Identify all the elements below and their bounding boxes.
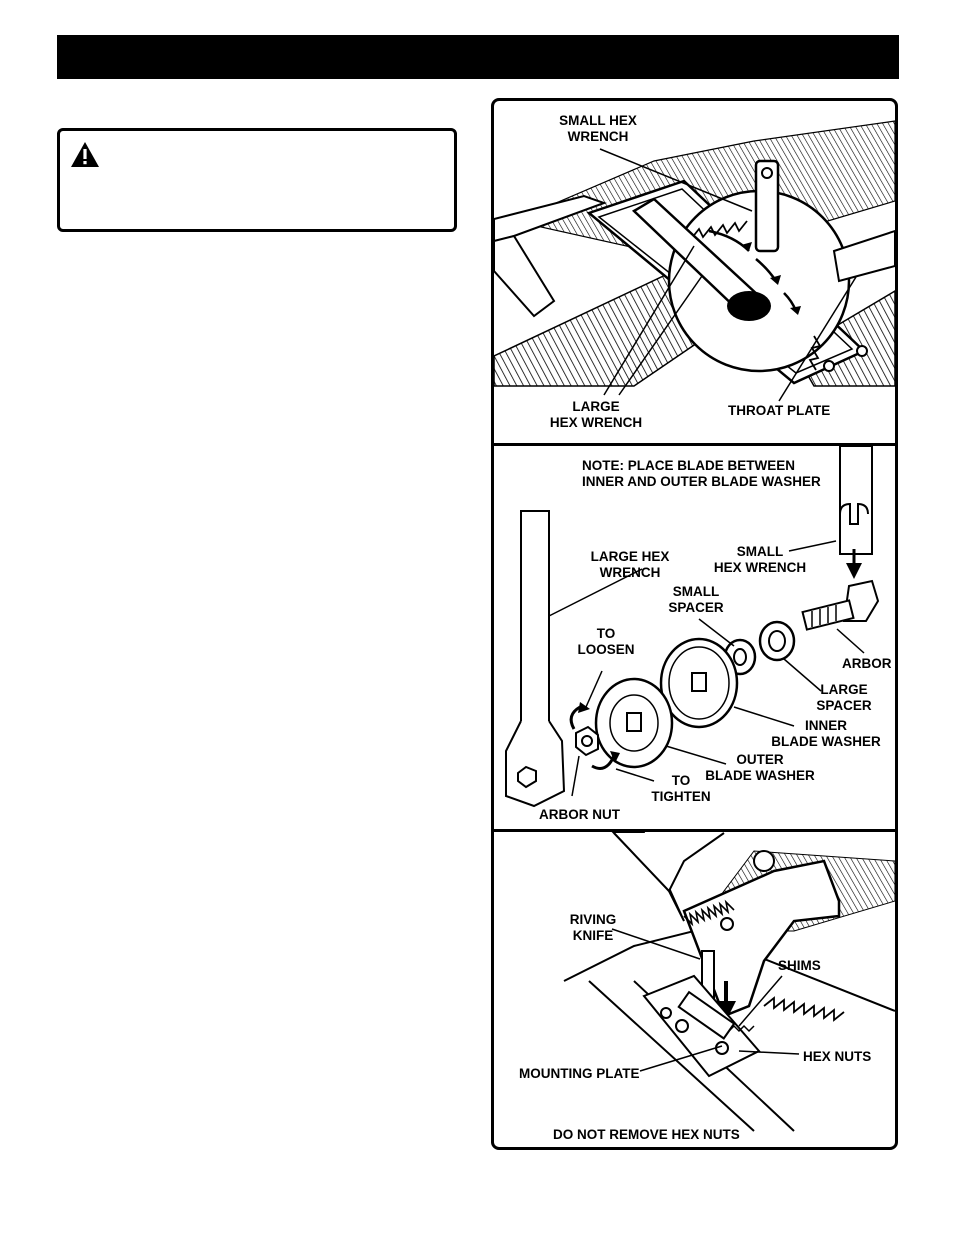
- figure-illustration: [494, 120, 895, 1132]
- label-note: NOTE: PLACE BLADE BETWEEN INNER AND OUTE…: [582, 458, 821, 489]
- label-do-not-remove-hex-nuts: DO NOT REMOVE HEX NUTS: [553, 1127, 740, 1142]
- label-outer-blade-washer: OUTER BLADE WASHER: [705, 752, 815, 783]
- header-bar: [57, 35, 899, 79]
- label-hex-nuts: HEX NUTS: [803, 1049, 872, 1064]
- label-large-spacer: LARGE SPACER: [816, 682, 872, 713]
- middle-panel-drawing: [505, 445, 880, 808]
- label-small-hex-wrench: SMALL HEX WRENCH: [559, 113, 637, 144]
- label-throat-plate: THROAT PLATE: [728, 403, 831, 418]
- label-small-spacer: SMALL SPACER: [668, 584, 724, 615]
- label-large-hex-wrench: LARGE HEX WRENCH: [549, 399, 643, 430]
- label-small-hex-wrench-2: SMALL HEX WRENCH: [713, 544, 807, 575]
- figure-frame: SMALL HEX WRENCH LARGE HEX WRENCH THROAT…: [491, 98, 898, 1150]
- label-inner-blade-washer: INNER BLADE WASHER: [771, 718, 881, 749]
- panel-divider: [494, 829, 895, 832]
- top-panel-drawing: [494, 120, 895, 402]
- bottom-panel-drawing: [563, 832, 895, 1132]
- label-to-loosen: TO LOOSEN: [577, 626, 635, 657]
- label-arbor: ARBOR: [842, 656, 892, 671]
- warning-triangle-icon: [71, 142, 99, 167]
- label-riving-knife: RIVING KNIFE: [569, 912, 617, 943]
- label-large-hex-wrench-2: LARGE HEX WRENCH: [590, 549, 670, 580]
- panel-divider: [494, 443, 895, 446]
- label-mounting-plate: MOUNTING PLATE: [519, 1066, 640, 1081]
- label-to-tighten: TO TIGHTEN: [651, 773, 711, 804]
- label-shims: SHIMS: [778, 958, 821, 973]
- warning-box: [57, 128, 457, 232]
- label-arbor-nut: ARBOR NUT: [539, 807, 620, 822]
